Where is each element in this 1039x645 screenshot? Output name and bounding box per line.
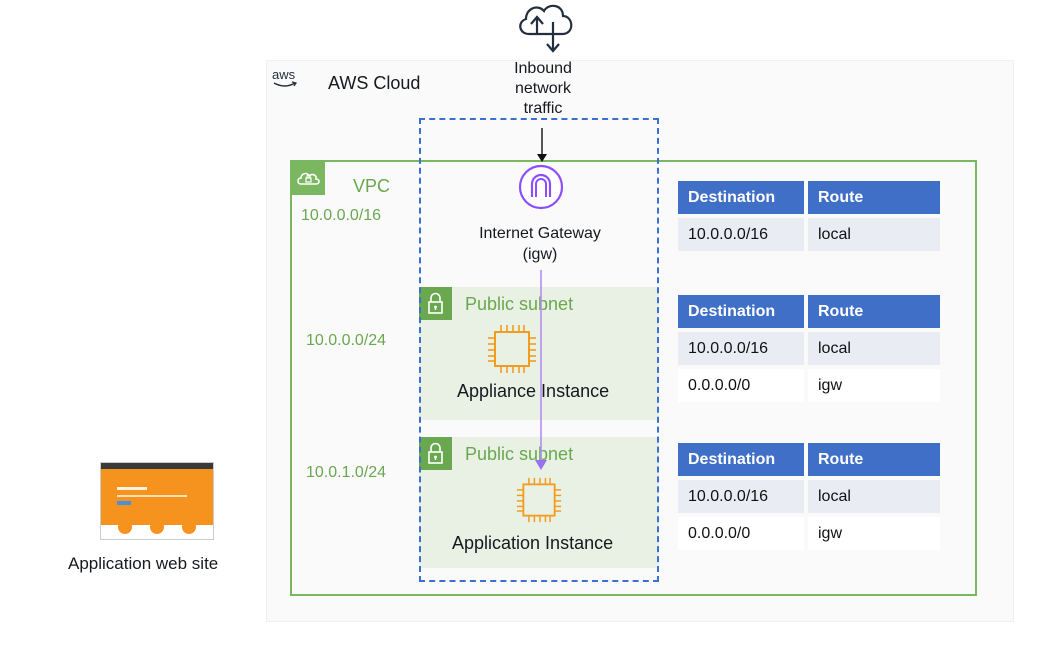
thumbnail-circle (182, 520, 196, 534)
route-table-subnet-1: Destination Route 10.0.0.0/16 local 0.0.… (678, 295, 940, 406)
route-table-header: Destination Route (678, 181, 940, 214)
subnet-2-instance-label: Application Instance (452, 533, 614, 553)
subnet-1-label: Public subnet (465, 294, 574, 314)
thumbnail-circle (118, 520, 132, 534)
internet-gateway-icon (518, 164, 564, 210)
cell-destination: 10.0.0.0/16 (678, 218, 804, 251)
ec2-instance-icon (486, 324, 538, 374)
thumbnail-nav-bar (101, 463, 213, 469)
table-row: 10.0.0.0/16 local (678, 218, 940, 251)
cell-route: local (808, 218, 940, 251)
thumbnail-hero-text (117, 487, 147, 490)
inbound-traffic-label: Inbound network traffic (514, 60, 572, 117)
header-route: Route (808, 443, 940, 476)
cell-destination: 10.0.0.0/16 (678, 332, 804, 365)
header-destination: Destination (678, 181, 804, 214)
cell-route: igw (808, 517, 940, 550)
internet-gateway-label: Internet Gateway (igw) (479, 225, 601, 263)
lock-icon (419, 287, 452, 320)
header-destination: Destination (678, 443, 804, 476)
vpc-cloud-icon (291, 161, 325, 195)
cell-route: local (808, 480, 940, 513)
aws-cloud-title: AWS Cloud (328, 73, 421, 93)
table-row: 10.0.0.0/16 local (678, 480, 940, 513)
subnet-2-cidr: 10.0.1.0/24 (306, 464, 387, 481)
header-route: Route (808, 295, 940, 328)
vpc-group (290, 160, 977, 596)
table-row: 0.0.0.0/0 igw (678, 369, 940, 402)
route-table-header: Destination Route (678, 295, 940, 328)
header-route: Route (808, 181, 940, 214)
public-subnet-1 (419, 287, 659, 420)
thumbnail-hero-subtext (117, 495, 187, 497)
subnet-2-label: Public subnet (465, 444, 574, 464)
cell-route: igw (808, 369, 940, 402)
ec2-instance-icon (515, 477, 563, 523)
cloud-upload-icon (513, 0, 577, 54)
cell-destination: 0.0.0.0/0 (678, 517, 804, 550)
vpc-label: VPC (353, 176, 391, 196)
thumbnail-button (117, 501, 131, 505)
aws-logo-icon: aws (272, 68, 298, 90)
cell-route: local (808, 332, 940, 365)
table-row: 0.0.0.0/0 igw (678, 517, 940, 550)
website-thumbnail (100, 462, 214, 540)
cell-destination: 0.0.0.0/0 (678, 369, 804, 402)
public-subnet-2 (419, 437, 659, 568)
route-table-vpc: Destination Route 10.0.0.0/16 local (678, 181, 940, 255)
thumbnail-circle (150, 520, 164, 534)
table-row: 10.0.0.0/16 local (678, 332, 940, 365)
vpc-cidr: 10.0.0.0/16 (301, 207, 382, 224)
route-table-subnet-2: Destination Route 10.0.0.0/16 local 0.0.… (678, 443, 940, 554)
cell-destination: 10.0.0.0/16 (678, 480, 804, 513)
subnet-1-instance-label: Appliance Instance (457, 381, 610, 401)
subnet-1-cidr: 10.0.0.0/24 (306, 332, 387, 349)
header-destination: Destination (678, 295, 804, 328)
website-label: Application web site (68, 554, 219, 573)
traffic-path-dashed-box (419, 118, 659, 582)
route-table-header: Destination Route (678, 443, 940, 476)
lock-icon (419, 437, 452, 470)
